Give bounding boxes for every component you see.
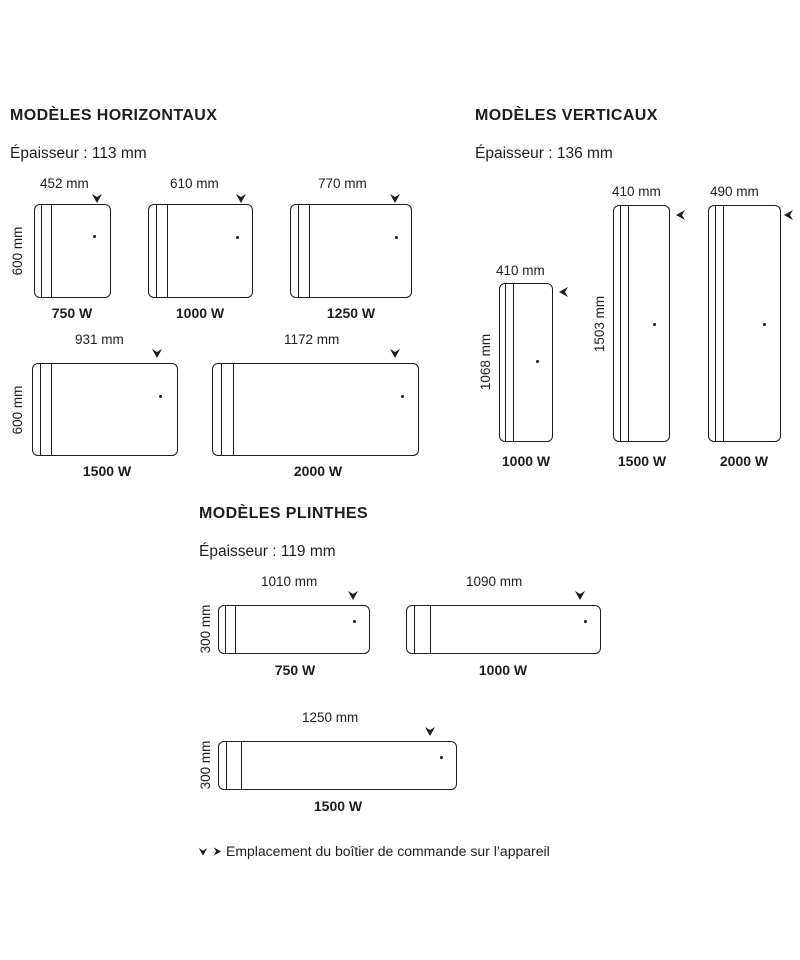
power-label-p-1000: 1000 W <box>478 662 528 678</box>
power-label-v-1000: 1000 W <box>501 453 551 469</box>
height-label-horizontal-row2: 600 mm <box>10 385 25 435</box>
power-label-p-1500: 1500 W <box>313 798 363 814</box>
control-box-dot <box>93 235 96 238</box>
arrow-left-icon <box>559 287 568 297</box>
height-label-v-1503: 1503 mm <box>592 295 607 353</box>
arrow-down-icon <box>575 591 585 600</box>
radiator-p-750 <box>218 605 370 654</box>
arrow-down-icon <box>425 727 435 736</box>
power-label-h-1250: 1250 W <box>326 305 376 321</box>
radiator-v-1000 <box>499 283 553 442</box>
legend-text: Emplacement du boîtier de commande sur l… <box>226 843 550 859</box>
section-title-horizontal: MODÈLES HORIZONTAUX <box>10 107 218 124</box>
control-box-dot <box>653 323 656 326</box>
arrow-right-icon <box>213 846 222 856</box>
height-label-horizontal-row1: 600 mm <box>10 226 25 276</box>
arrow-down-icon <box>152 349 162 358</box>
power-label-v-1500: 1500 W <box>617 453 667 469</box>
arrow-down-icon <box>198 847 208 856</box>
power-label-v-2000: 2000 W <box>719 453 769 469</box>
control-box-dot <box>584 620 587 623</box>
section-title-vertical: MODÈLES VERTICAUX <box>475 107 658 124</box>
power-label-h-1500: 1500 W <box>82 463 132 479</box>
arrow-down-icon <box>348 591 358 600</box>
width-label-p-1010: 1010 mm <box>261 574 318 589</box>
power-label-h-750: 750 W <box>51 305 93 321</box>
radiator-h-1250 <box>290 204 412 298</box>
width-label-h-452: 452 mm <box>40 176 89 191</box>
thickness-plinth: Épaisseur : 119 mm <box>199 543 336 560</box>
radiator-p-1500 <box>218 741 457 790</box>
radiator-h-750 <box>34 204 111 298</box>
width-label-v-1000: 410 mm <box>496 263 545 278</box>
width-label-h-770: 770 mm <box>318 176 367 191</box>
arrow-left-icon <box>676 210 685 220</box>
radiator-h-1500 <box>32 363 178 456</box>
control-box-dot <box>236 236 239 239</box>
control-box-dot <box>353 620 356 623</box>
section-title-plinth: MODÈLES PLINTHES <box>199 505 369 522</box>
height-label-plinth-row1: 300 mm <box>198 604 213 654</box>
control-box-dot <box>401 395 404 398</box>
control-box-dot <box>159 395 162 398</box>
radiator-p-1000 <box>406 605 601 654</box>
power-label-p-750: 750 W <box>274 662 316 678</box>
radiator-v-1500 <box>613 205 670 442</box>
width-label-h-1172: 1172 mm <box>284 332 340 347</box>
arrow-down-icon <box>236 194 246 203</box>
thickness-horizontal: Épaisseur : 113 mm <box>10 145 147 162</box>
arrow-down-icon <box>92 194 102 203</box>
width-label-v-2000: 490 mm <box>710 184 759 199</box>
width-label-h-610: 610 mm <box>170 176 219 191</box>
thickness-vertical: Épaisseur : 136 mm <box>475 145 613 162</box>
power-label-h-2000: 2000 W <box>293 463 343 479</box>
height-label-plinth-row2: 300 mm <box>198 740 213 790</box>
radiator-v-2000 <box>708 205 781 442</box>
arrow-down-icon <box>390 349 400 358</box>
control-box-dot <box>536 360 539 363</box>
height-label-v-1068: 1068 mm <box>478 333 493 391</box>
arrow-left-icon <box>784 210 793 220</box>
arrow-down-icon <box>390 194 400 203</box>
power-label-h-1000: 1000 W <box>175 305 225 321</box>
width-label-p-1250: 1250 mm <box>302 710 359 725</box>
width-label-v-1500: 410 mm <box>612 184 661 199</box>
control-box-dot <box>763 323 766 326</box>
radiator-h-1000 <box>148 204 253 298</box>
width-label-h-931: 931 mm <box>75 332 124 347</box>
control-box-dot <box>395 236 398 239</box>
radiator-h-2000 <box>212 363 419 456</box>
legend: Emplacement du boîtier de commande sur l… <box>198 843 550 859</box>
control-box-dot <box>440 756 443 759</box>
width-label-p-1090: 1090 mm <box>466 574 523 589</box>
